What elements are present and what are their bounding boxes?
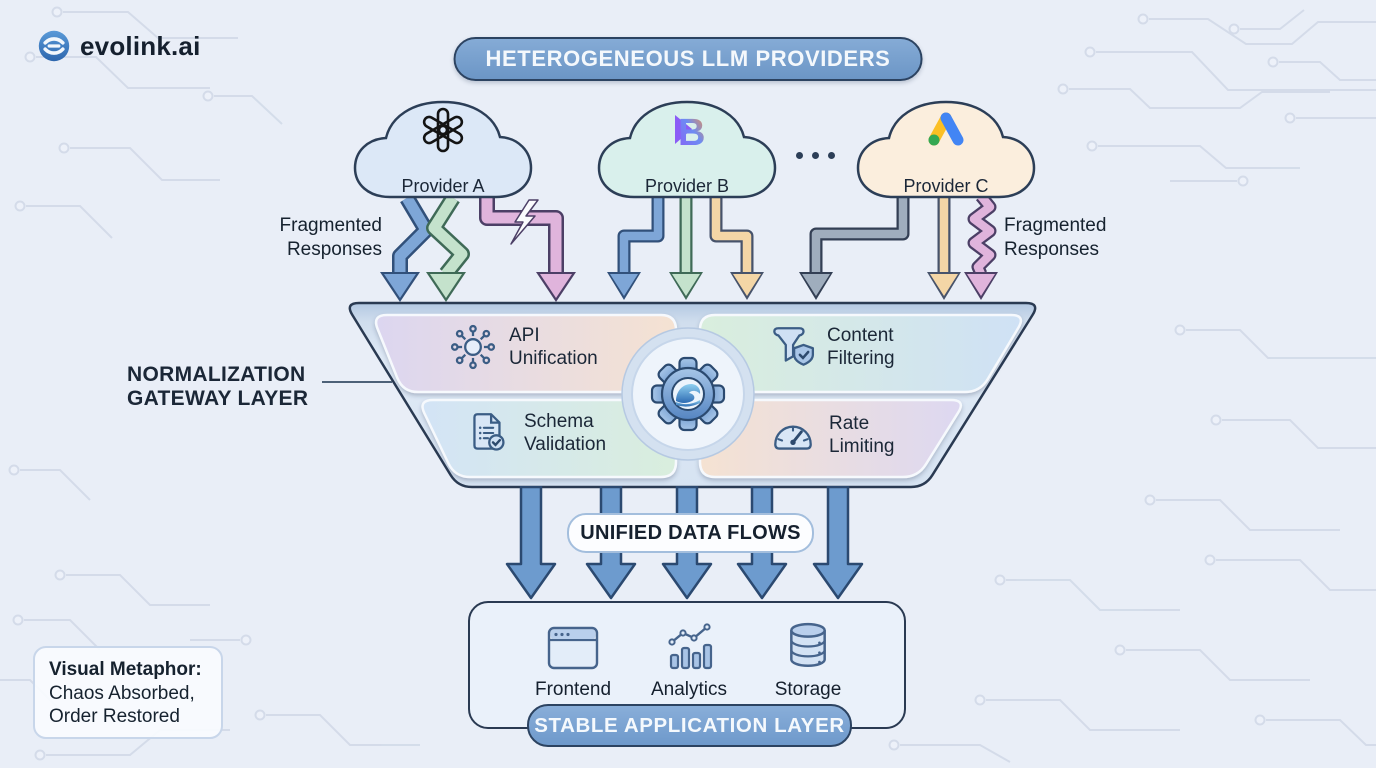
cloud-shape: [856, 100, 1036, 199]
app-item-label: Frontend: [534, 679, 612, 700]
app-item-frontend: Frontend: [518, 615, 628, 715]
visual-metaphor-note: Visual Metaphor: Chaos Absorbed, Order R…: [33, 646, 223, 739]
provider-b-label: Provider B: [644, 176, 730, 196]
api-hub-icon: [450, 324, 496, 370]
app-item-label: Analytics: [650, 679, 728, 700]
svg-text:B: B: [678, 112, 705, 154]
fragmented-arrows: [380, 192, 998, 302]
gear-wave-icon: [621, 327, 755, 461]
app-item-storage: Storage: [753, 615, 863, 715]
gateway-label-connector: [322, 381, 392, 383]
feature-rate-limiting: Rate Limiting: [768, 410, 894, 460]
brand-name: evolink.ai: [80, 30, 201, 61]
provider-a-label: Provider A: [401, 176, 485, 196]
cloud-shape: [353, 100, 533, 199]
provider-b-cloud: B Provider B: [592, 92, 782, 205]
evolink-wave-icon: [38, 30, 70, 62]
openai-logo: [422, 107, 464, 153]
provider-a-cloud: Provider A: [348, 92, 538, 205]
document-check-icon: [473, 413, 505, 451]
feature-api-unification: API Unification: [448, 322, 598, 372]
feature-content-filtering: Content Filtering: [766, 322, 895, 372]
feature-schema-validation: Schema Validation: [463, 408, 606, 458]
provider-c-label: Provider C: [903, 176, 989, 196]
providers-banner: HETEROGENEOUS LLM PROVIDERS: [453, 37, 923, 81]
more-providers-ellipsis-icon: [796, 152, 835, 159]
app-item-analytics: Analytics: [634, 615, 744, 715]
database-icon: [790, 622, 826, 668]
provider-c-cloud: Provider C: [851, 92, 1041, 205]
browser-window-icon: [547, 626, 599, 670]
cloud-shape: [597, 100, 777, 199]
stable-application-layer-pill: STABLE APPLICATION LAYER: [527, 704, 852, 747]
bar-chart-icon: [668, 623, 713, 670]
b-gradient-logo: B: [675, 112, 705, 154]
funnel-shield-icon: [773, 327, 815, 366]
google-ads-logo: [928, 112, 964, 146]
normalization-gateway: [348, 301, 1037, 489]
gateway-label: NORMALIZATION GATEWAY LAYER: [127, 363, 309, 411]
fragmented-responses-left: Fragmented Responses: [279, 215, 382, 260]
fragmented-responses-right: Fragmented Responses: [1004, 215, 1107, 260]
app-item-label: Storage: [774, 679, 842, 700]
gauge-icon: [774, 425, 812, 450]
brand-logo: evolink.ai: [38, 30, 201, 62]
unified-data-flows-pill: UNIFIED DATA FLOWS: [567, 513, 814, 553]
